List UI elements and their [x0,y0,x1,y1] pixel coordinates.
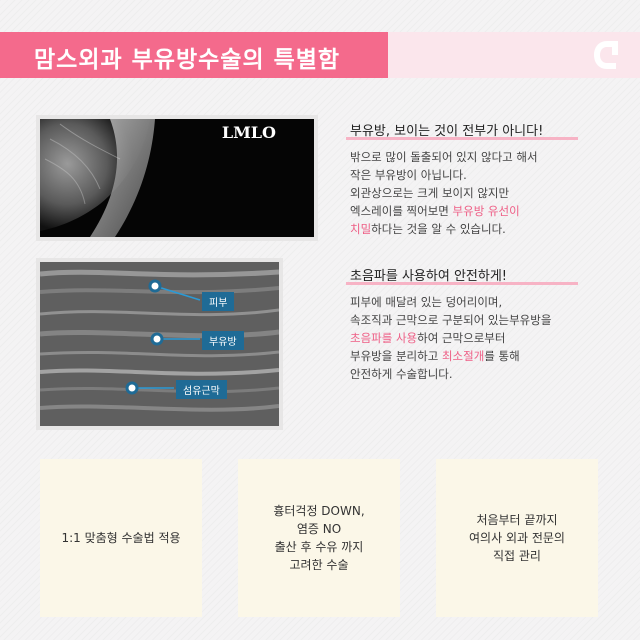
section1-highlight: 치밀 [350,222,372,236]
header-title: 맘스외과 부유방수술의 특별함 [34,47,341,73]
card-line: 고려한 수술 [289,558,349,572]
section1-line: 외관상으로는 크게 보이지 않지만 [350,186,510,200]
card-line: 1:1 맞춤형 수술법 적용 [61,531,181,545]
section1-line4-text: 엑스레이를 찍어보면 [350,204,453,218]
section2-line: 속조직과 근막으로 구분되어 있는부유방을 [350,313,552,327]
card-line: 흉터걱정 DOWN, [273,504,365,518]
section1-line: 엑스레이를 찍어보면 부유방 유선이 [350,202,610,220]
section2-line3-text: 하여 근막으로부터 [417,331,506,345]
card-line: 처음부터 끝까지 [476,513,558,527]
header-banner: 맘스외과 부유방수술의 특별함 [0,32,640,78]
section1-line: 밖으로 많이 돌출되어 있지 않다고 해서 [350,150,538,164]
section2-line: 안전하게 수술합니다. [350,367,453,381]
section1-highlight: 부유방 유선이 [452,204,520,218]
section2-highlight: 최소절개 [441,349,485,363]
section1-line: 치밀하다는 것을 알 수 있습니다. [350,220,610,238]
section2-title: 초음파를 사용하여 안전하게! [350,269,507,284]
section1-body: 밖으로 많이 돌출되어 있지 않다고 해서 작은 부유방이 아닙니다. 외관상으… [350,148,610,238]
feature-card-doctor-care: 처음부터 끝까지 여의사 외과 전문의 직접 관리 [436,459,598,617]
xray-view-label: LMLO [221,123,276,142]
section2-title-underline [346,282,578,285]
section2-body: 피부에 매달려 있는 덩어리이며, 속조직과 근막으로 구분되어 있는부유방을 … [350,293,620,383]
section2-line: 초음파를 사용하여 근막으로부터 [350,329,620,347]
section1-title-underline [346,137,578,140]
section2-line4-pre: 부유방을 분리하고 [350,349,442,363]
feature-card-custom-surgery: 1:1 맞춤형 수술법 적용 [40,459,202,617]
xray-picture: LMLO [40,119,314,237]
xray-image: LMLO [36,115,318,241]
ultrasound-tag-accessory-breast: 부유방 [202,331,244,350]
ultrasound-tag-fascia: 섬유근막 [176,380,227,399]
ultrasound-tag-skin: 피부 [202,292,235,311]
section2-line: 피부에 매달려 있는 덩어리이며, [350,295,503,309]
xray-graphic [40,119,155,237]
card-line: 염증 NO [296,522,342,536]
section2-highlight: 초음파를 사용 [350,331,418,345]
card-line: 직접 관리 [493,549,541,563]
ultrasound-image: 피부 부유방 섬유근막 [36,258,283,430]
section1-title: 부유방, 보이는 것이 전부가 아니다! [350,124,544,139]
card-line: 여의사 외과 전문의 [469,531,565,545]
feature-card-scar-care: 흉터걱정 DOWN, 염증 NO 출산 후 수유 까지 고려한 수술 [238,459,400,617]
ultrasound-picture: 피부 부유방 섬유근막 [40,262,279,426]
section1-line: 작은 부유방이 아닙니다. [350,168,467,182]
brand-logo-icon [594,41,618,69]
section2-line: 부유방을 분리하고 최소절개를 통해 [350,347,620,365]
card-line: 출산 후 수유 까지 [274,540,364,554]
section1-line5-text: 하다는 것을 알 수 있습니다. [371,222,506,236]
header-band [0,32,388,78]
section2-line4-post: 를 통해 [484,349,520,363]
